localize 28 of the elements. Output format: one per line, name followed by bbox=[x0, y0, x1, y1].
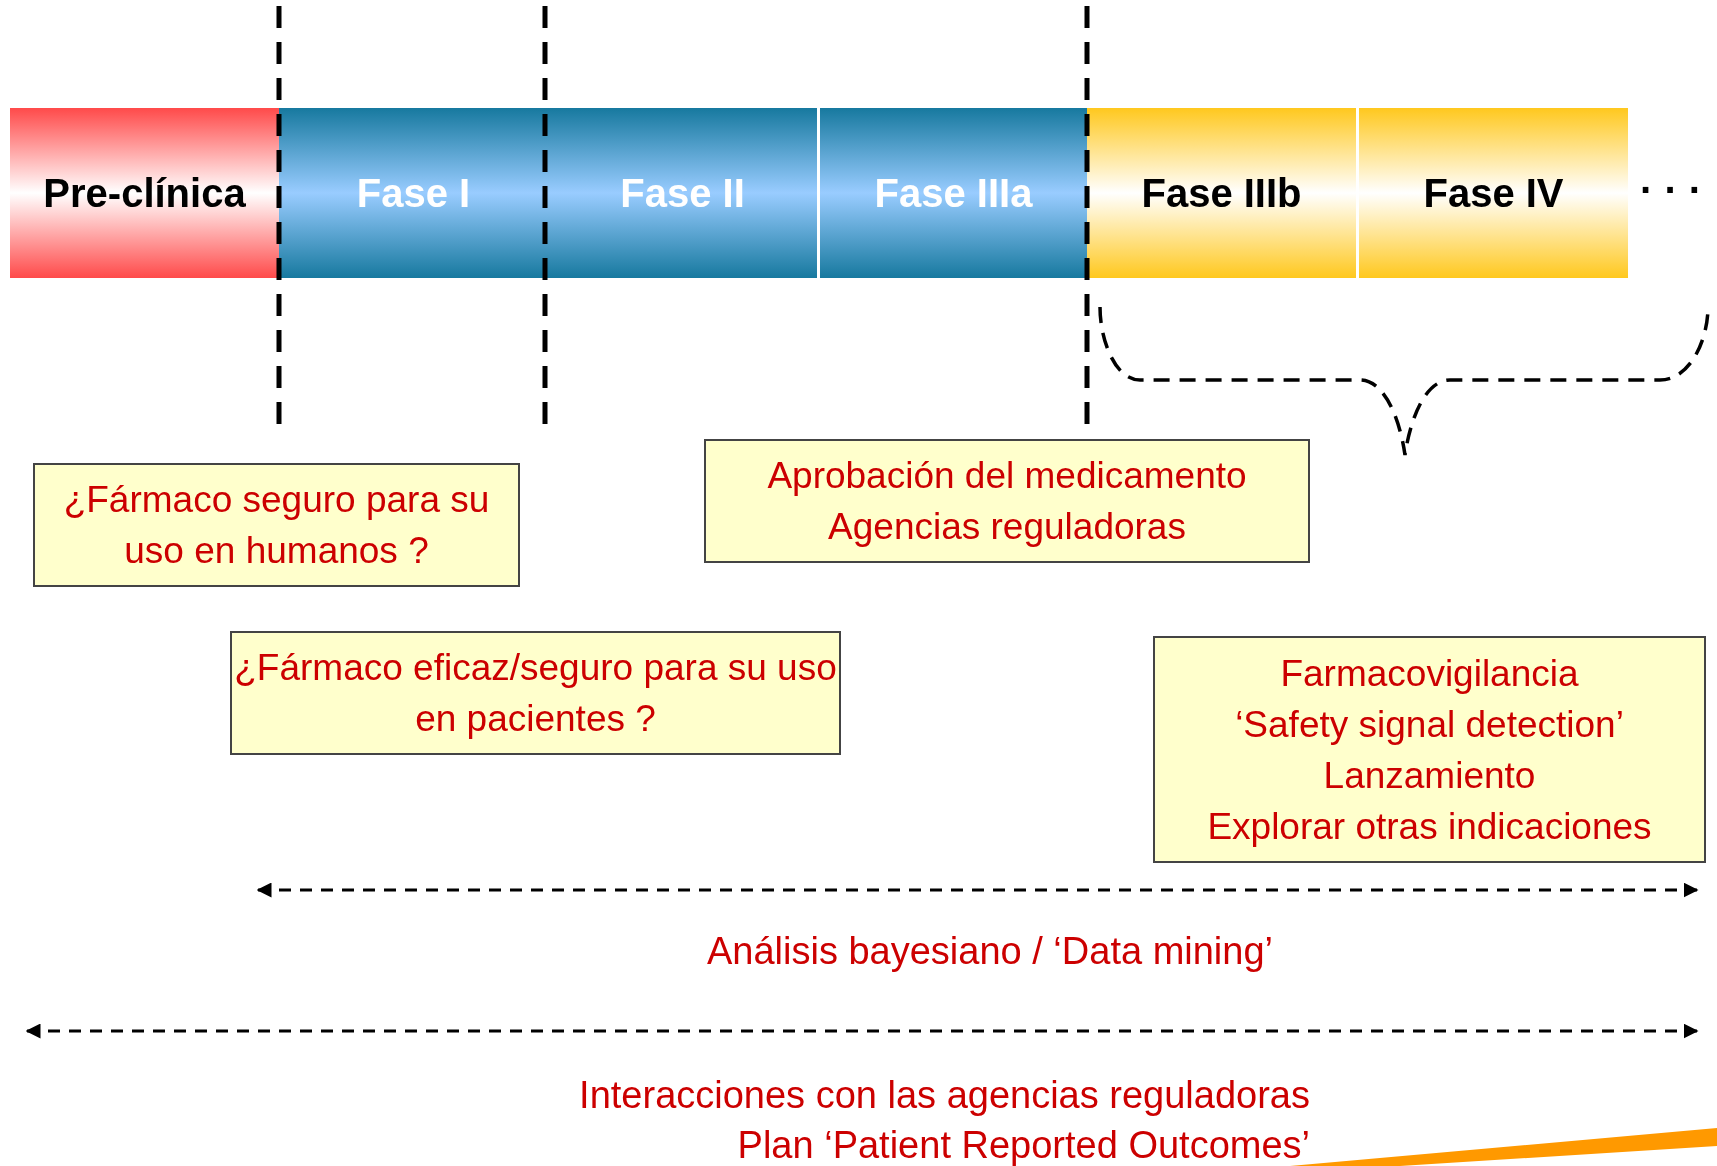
span-label: Análisis bayesiano / ‘Data mining’ bbox=[705, 930, 1275, 973]
note-text: ¿Fármaco seguro para su uso en humanos ? bbox=[62, 478, 491, 573]
note-text: Explorar otras indicaciones bbox=[1207, 804, 1652, 849]
phase-bar bbox=[820, 108, 1087, 278]
phase-label: Pre-clínica bbox=[43, 170, 246, 216]
phase-label: Fase IIIb bbox=[1141, 170, 1302, 216]
note-box bbox=[33, 463, 520, 587]
note-box bbox=[1153, 636, 1706, 863]
note-text: ¿Fármaco eficaz/seguro para su uso en pacientes ? bbox=[233, 646, 838, 741]
span-label: Interacciones con las agencias reguladoras bbox=[578, 1074, 1310, 1117]
phase-bar bbox=[10, 108, 279, 278]
phase-label: Fase IV bbox=[1423, 170, 1564, 216]
note-box bbox=[230, 631, 841, 755]
phase-label: Fase IIIa bbox=[874, 170, 1033, 216]
note-text: Agencias reguladoras bbox=[828, 505, 1186, 549]
ellipsis: · · · bbox=[1640, 168, 1704, 213]
note-text: ‘Safety signal detection’ bbox=[1235, 702, 1624, 747]
phase-label: Fase II bbox=[620, 170, 745, 216]
phase-bar bbox=[548, 108, 817, 278]
phase-bar bbox=[1359, 108, 1628, 278]
note-text: Aprobación del medicamento bbox=[767, 454, 1247, 498]
note-text: Farmacovigilancia bbox=[1280, 651, 1579, 696]
note-text: Lanzamiento bbox=[1323, 753, 1536, 798]
note-box bbox=[704, 439, 1310, 563]
phase-label: Fase I bbox=[356, 170, 471, 216]
phase-bar bbox=[279, 108, 548, 278]
phase-bar bbox=[1087, 108, 1356, 278]
span-label: Plan ‘Patient Reported Outcomes’ bbox=[736, 1124, 1310, 1166]
